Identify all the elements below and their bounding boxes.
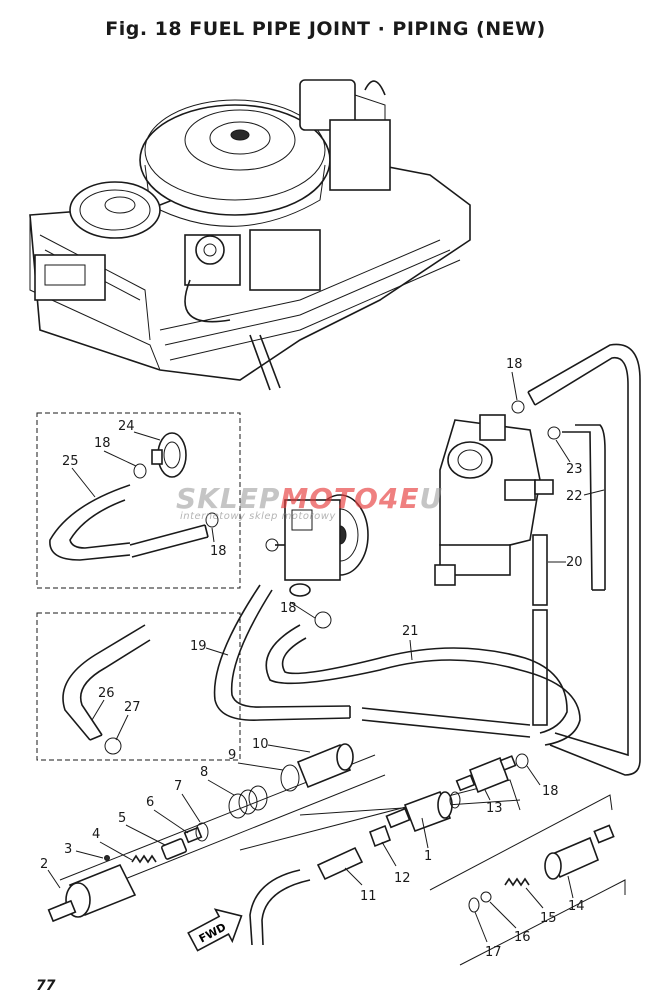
part-14-connector — [544, 824, 615, 880]
part-2-connector — [47, 863, 137, 923]
hose-20 — [532, 534, 548, 606]
hose-11 — [316, 846, 364, 881]
callout-7: 7 — [174, 779, 182, 794]
callout-5: 5 — [118, 811, 126, 826]
callout-25: 25 — [62, 454, 79, 469]
hose-25 — [49, 484, 131, 561]
callout-11: 11 — [360, 889, 377, 904]
watermark-tagline: internetowy sklep motorowy — [180, 511, 336, 522]
page-number: 77 — [36, 978, 56, 994]
engine-illustration — [29, 79, 471, 391]
callout-27: 27 — [124, 700, 141, 715]
hose-22 — [527, 343, 641, 776]
fwd-arrow: FWD — [187, 908, 243, 952]
callout-18-b: 18 — [94, 436, 111, 451]
figure-title: Fig. 18 FUEL PIPE JOINT · PIPING (NEW) — [105, 18, 546, 40]
callout-26: 26 — [98, 686, 115, 701]
callout-18-e: 18 — [542, 784, 559, 799]
option-box-upper — [36, 412, 241, 589]
callout-20: 20 — [566, 555, 583, 570]
part-24-cap — [151, 432, 187, 478]
callout-23: 23 — [566, 462, 583, 477]
watermark-brand-part2: MOTO4E — [280, 482, 420, 515]
callout-15: 15 — [540, 911, 557, 926]
callout-16: 16 — [514, 930, 531, 945]
callout-22: 22 — [566, 489, 583, 504]
callout-9: 9 — [228, 748, 236, 763]
callout-18-c: 18 — [210, 544, 227, 559]
callout-14: 14 — [568, 899, 585, 914]
part-1-joint — [385, 790, 461, 833]
callout-3: 3 — [64, 842, 72, 857]
watermark-brand-suffix: U — [419, 482, 444, 515]
callout-10: 10 — [252, 737, 269, 752]
callout-12: 12 — [394, 871, 411, 886]
callout-8: 8 — [200, 765, 208, 780]
part-13-nipple — [455, 755, 517, 794]
callout-13: 13 — [486, 801, 503, 816]
hose-19 — [213, 584, 351, 721]
callout-18-d: 18 — [280, 601, 297, 616]
callout-1: 1 — [424, 849, 432, 864]
carburetor — [434, 414, 554, 586]
option-box-lower — [36, 612, 241, 761]
callout-2: 2 — [40, 857, 48, 872]
callout-19: 19 — [190, 639, 207, 654]
callout-17: 17 — [485, 945, 502, 960]
callout-18-a: 18 — [506, 357, 523, 372]
fuel-pump — [265, 494, 369, 597]
callout-4: 4 — [92, 827, 100, 842]
callout-21: 21 — [402, 624, 419, 639]
callout-labels: 1 2 3 4 5 6 7 8 9 10 11 12 13 14 15 16 1… — [40, 357, 605, 960]
watermark-brand: SKLEPMOTO4EU — [176, 482, 466, 515]
watermark-brand-part1: SKLEP — [176, 482, 281, 515]
hose-21 — [265, 624, 581, 746]
callout-24: 24 — [118, 419, 135, 434]
watermark: SKLEPMOTO4EU internetowy sklep motorowy — [176, 482, 466, 522]
hose-26 — [62, 624, 146, 741]
callout-6: 6 — [146, 795, 154, 810]
